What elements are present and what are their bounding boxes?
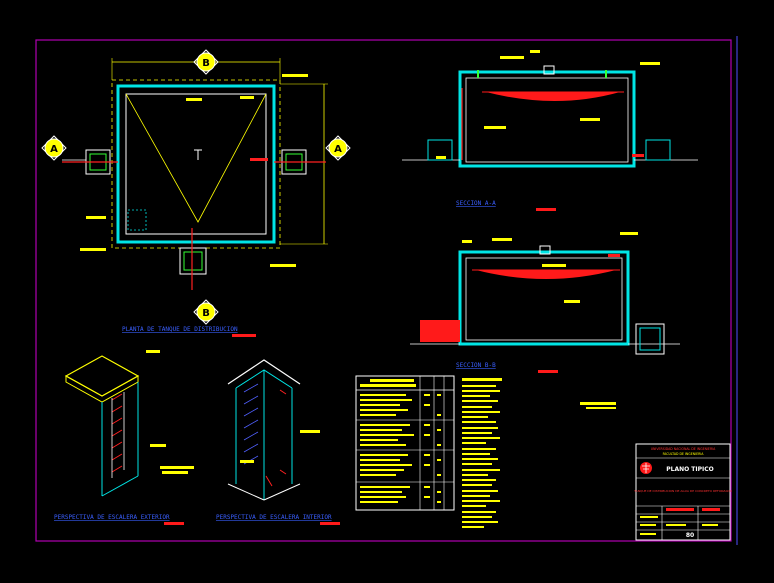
title-block: UNIVERSIDAD NACIONAL DE INGENIERIA FACUL… xyxy=(633,443,733,541)
plan-view: B B A A PLANTA DE TANQUE DE DISTRIBUCION xyxy=(41,49,351,337)
marker-a-label: A xyxy=(334,144,342,155)
section-marker-b-top: B xyxy=(193,49,219,75)
section-bb-walls xyxy=(458,250,630,346)
section-bb-title: SECCION B-B xyxy=(456,362,496,369)
marker-b-label: B xyxy=(202,58,210,69)
marker-b-label: B xyxy=(202,308,210,319)
plan-dim-frame xyxy=(111,79,281,249)
section-bb-water xyxy=(476,270,616,279)
section-aa-walls xyxy=(458,70,636,168)
plan-title: PLANTA DE TANQUE DE DISTRIBUCION xyxy=(122,326,238,333)
marker-a-label: A xyxy=(50,144,58,155)
section-marker-a-left: A xyxy=(41,135,67,161)
section-aa-title: SECCION A-A xyxy=(456,200,496,207)
section-marker-b-bottom: B xyxy=(193,299,219,325)
materials-table xyxy=(355,375,455,511)
drawing-description: TANQUE DE DISTRIBUCION DE AGUA DE CONCRE… xyxy=(633,489,732,493)
detail-exterior-ladder: PERSPECTIVA DE ESCALERA EXTERIOR xyxy=(54,350,194,525)
section-aa: SECCION A-A xyxy=(402,50,698,211)
institution-name: UNIVERSIDAD NACIONAL DE INGENIERIA xyxy=(651,447,716,451)
section-marker-a-right: A xyxy=(325,135,351,161)
sheet-border xyxy=(35,39,732,542)
plan-slope-lines xyxy=(125,93,267,223)
plan-outer-wall xyxy=(116,84,276,244)
detail-right-title: PERSPECTIVA DE ESCALERA INTERIOR xyxy=(216,514,332,521)
valve-box-bottom xyxy=(179,247,207,275)
faculty-name: FACULTAD DE INGENIERIA xyxy=(663,452,705,456)
section-aa-water xyxy=(486,92,620,101)
plan-inner-wall xyxy=(125,93,267,235)
section-bb: SECCION B-B xyxy=(410,232,680,373)
sheet-name: PLANO TIPICO xyxy=(666,466,714,473)
section-bb-inlet xyxy=(420,320,460,342)
sheet-number: 80 xyxy=(686,532,694,539)
detail-interior-ladder: PERSPECTIVA DE ESCALERA INTERIOR xyxy=(216,359,340,525)
detail-left-title: PERSPECTIVA DE ESCALERA EXTERIOR xyxy=(54,514,170,521)
general-notes xyxy=(462,378,616,528)
